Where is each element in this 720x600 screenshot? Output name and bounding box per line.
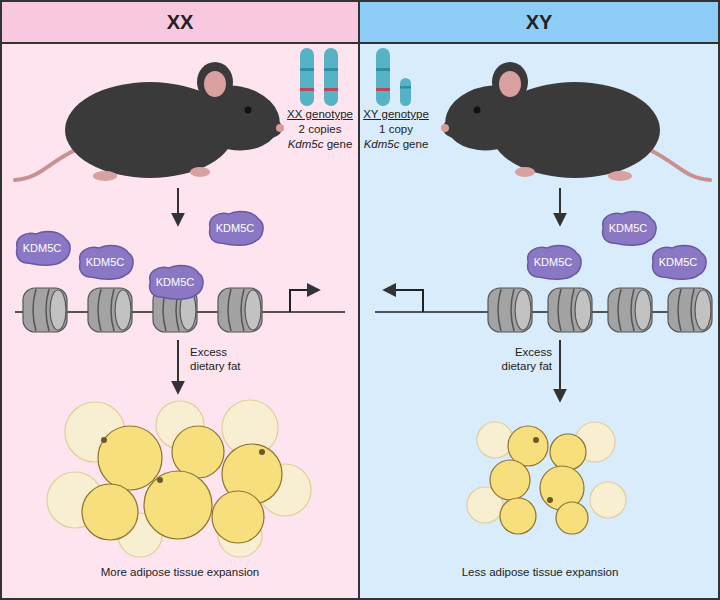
genotype-label: XX genotype <box>287 107 353 121</box>
protein-name: KDM5C <box>647 256 709 268</box>
gene-label: Kdm5c gene <box>364 137 429 151</box>
xx-illustration <box>15 48 345 557</box>
caption-text: Excess dietary fat <box>190 345 256 373</box>
xx-panel-ground <box>0 0 360 600</box>
xy-illustration <box>375 48 712 534</box>
mouse <box>15 62 285 181</box>
protein-name: KDM5C <box>204 222 266 234</box>
caption-text: Excess dietary fat <box>486 345 552 373</box>
mouse <box>440 62 710 181</box>
protein-blob: KDM5C <box>204 209 266 247</box>
protein-name: KDM5C <box>11 242 73 254</box>
protein-blob: KDM5C <box>597 209 659 247</box>
xx-header-band <box>0 0 360 42</box>
adipocytes-large <box>47 400 311 557</box>
xy-header-band <box>360 0 720 42</box>
protein-blob: KDM5C <box>522 243 584 281</box>
caption-text: Less adipose tissue expansion <box>462 565 619 579</box>
caption-text: More adipose tissue expansion <box>101 565 260 579</box>
gene-label: Kdm5c gene <box>288 137 353 151</box>
xy-chromosomes <box>376 48 411 106</box>
header-rule <box>0 42 720 44</box>
protein-name: KDM5C <box>144 276 206 288</box>
panel-header: XY <box>360 2 718 42</box>
genotype-panel: XY KDM5C KDM5C KDM5C <box>360 0 720 600</box>
protein-name: KDM5C <box>522 256 584 268</box>
protein-name: KDM5C <box>597 222 659 234</box>
protein-blob: KDM5C <box>647 243 709 281</box>
adipocytes-small <box>467 422 626 534</box>
caption-text: 2 copies <box>299 122 342 136</box>
protein-blob: KDM5C <box>144 263 206 301</box>
genotype-panel: XXKDM5CKDM5CKDM5CKDM5C <box>0 0 360 600</box>
caption-text: 1 copy <box>379 122 413 136</box>
genotype-label: XY genotype <box>363 107 429 121</box>
protein-blob: KDM5C <box>11 229 73 267</box>
x-chromosomes <box>300 48 338 106</box>
protein-name: KDM5C <box>74 256 136 268</box>
panel-header: XX <box>2 2 358 42</box>
xy-panel-ground <box>360 0 720 600</box>
protein-blob: KDM5C <box>74 243 136 281</box>
